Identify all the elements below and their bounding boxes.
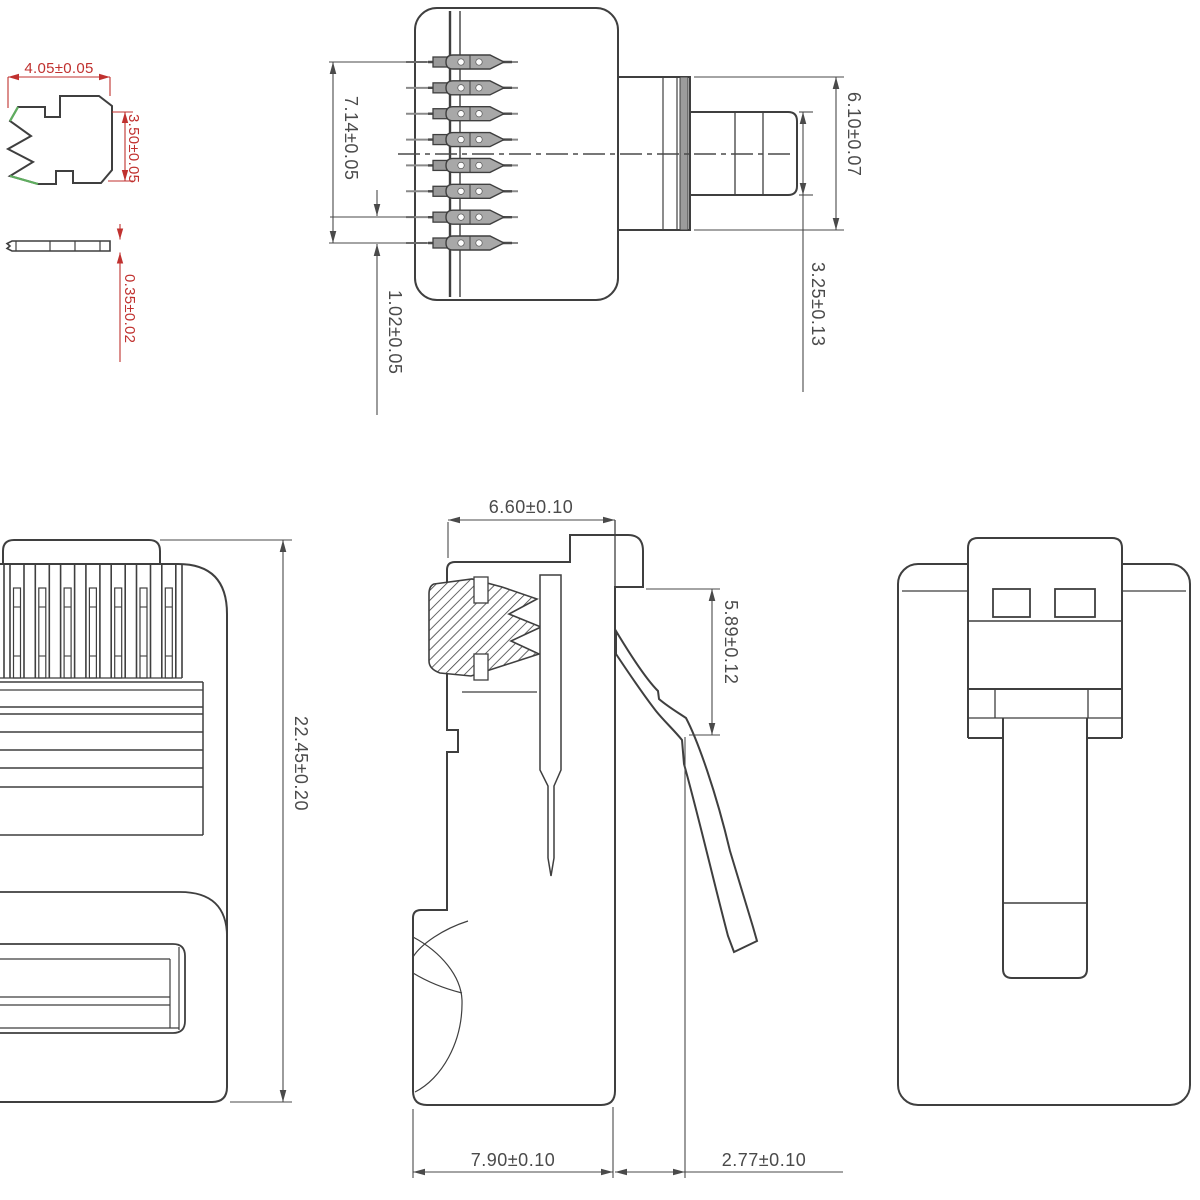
green-edge-highlight xyxy=(9,174,39,186)
side-body-outline xyxy=(412,534,644,1106)
dim-latch-height: 5.89±0.12 xyxy=(721,600,741,684)
strip-segment-ticks xyxy=(15,241,101,251)
red-dimension-lines xyxy=(7,73,133,182)
contact-strip-outline xyxy=(5,240,111,252)
contact-blade-outline xyxy=(5,95,113,185)
dim-contact-pitch: 1.02±0.05 xyxy=(385,290,405,374)
boot-curves xyxy=(412,920,469,1093)
dim-overall-length: 22.45±0.20 xyxy=(291,716,311,811)
contact-section-hatched xyxy=(428,578,544,677)
dim-latch-offset: 2.77±0.10 xyxy=(722,1150,806,1170)
view-side: 6.60±0.10 5.89±0.12 7.90±0.10 2.77±0.10 xyxy=(412,497,843,1178)
green-edge-highlight xyxy=(9,106,19,122)
boot-slot xyxy=(0,943,186,1034)
dim-rear-height: 6.10±0.07 xyxy=(844,92,864,176)
boot-step-edge xyxy=(0,891,228,938)
dim-latch-width: 3.25±0.13 xyxy=(808,262,828,346)
comb-post xyxy=(473,653,489,681)
latch-window xyxy=(1054,588,1096,618)
side-view-dimensions xyxy=(412,516,843,1178)
dim-contact-span: 7.14±0.05 xyxy=(341,96,361,180)
comb-post xyxy=(473,576,489,604)
view-top: 7.14±0.05 1.02±0.05 6.10±0.07 3.25±0.13 xyxy=(329,7,864,415)
view-front: 22.45±0.20 xyxy=(0,539,311,1103)
dim-contact-width: 4.05±0.05 xyxy=(24,60,93,77)
latch-window xyxy=(992,588,1031,618)
dim-lower-body-depth: 7.90±0.10 xyxy=(471,1150,555,1170)
dim-body-depth: 6.60±0.10 xyxy=(489,497,573,517)
top-view-dimensions xyxy=(329,61,844,415)
latch-neck xyxy=(967,689,1123,739)
dim-contact-thickness: 0.35±0.02 xyxy=(121,274,138,343)
latch-lever xyxy=(1002,718,1088,979)
view-contact-blade-detail: 4.05±0.05 3.50±0.05 xyxy=(5,60,142,186)
dim-contact-height: 3.50±0.05 xyxy=(125,114,142,183)
contact-blade-side xyxy=(539,574,562,877)
front-hood xyxy=(2,539,161,564)
view-bottom xyxy=(897,537,1191,1106)
latch-shield xyxy=(967,537,1123,690)
front-view-dimensions xyxy=(160,539,292,1103)
view-contact-strip: 0.35±0.02 xyxy=(5,224,138,362)
latch-arm xyxy=(615,627,759,954)
front-body-outline xyxy=(0,563,228,1103)
